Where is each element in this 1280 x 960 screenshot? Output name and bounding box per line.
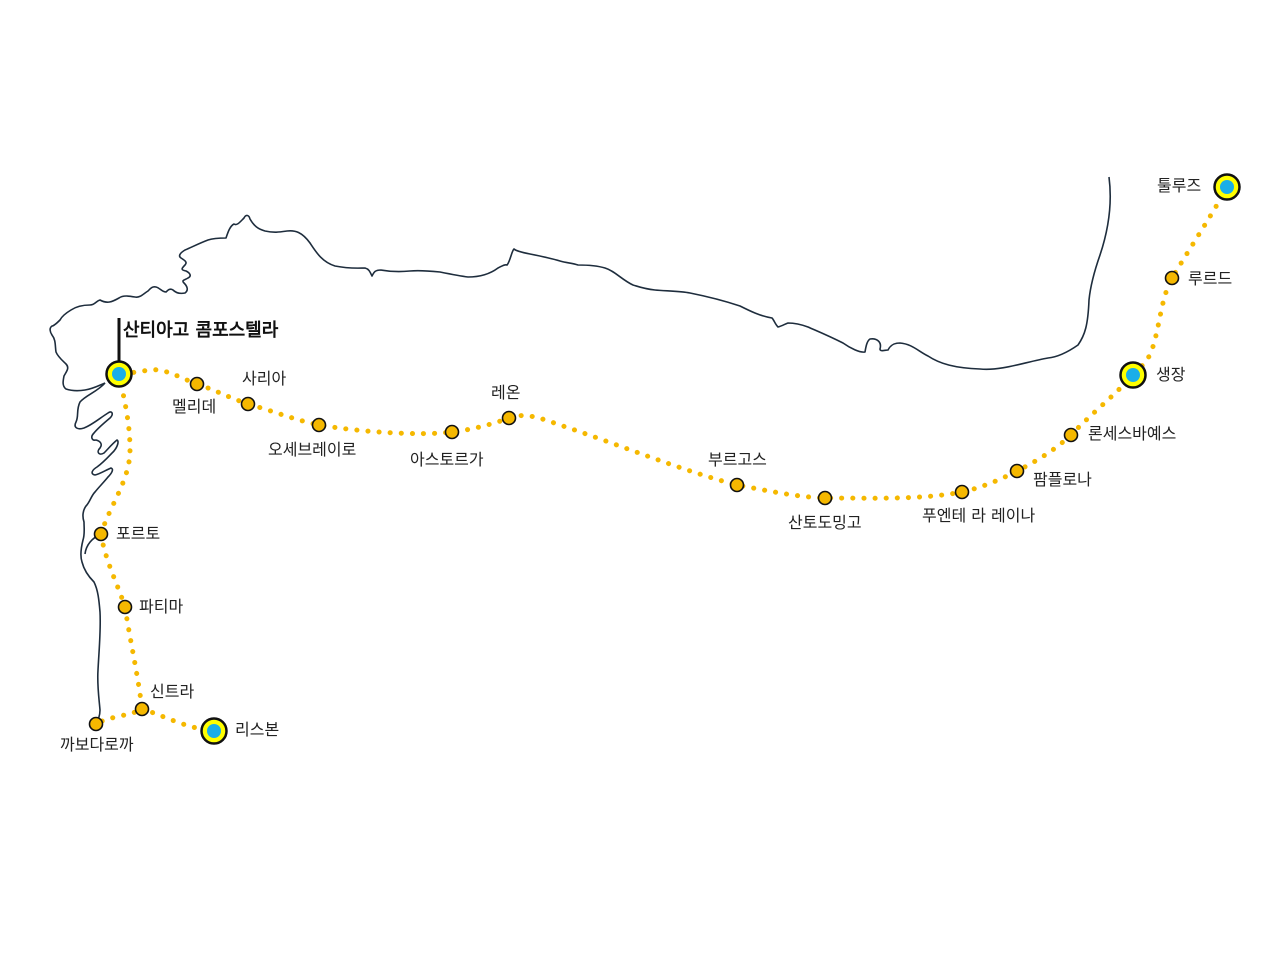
city-label-cabo-da-roca: 까보다로까 [60, 735, 134, 754]
city-label-sintra: 신트라 [150, 682, 195, 701]
coastline [49, 176, 1112, 392]
city-label-pamplona: 팜플로나 [1033, 470, 1092, 489]
stop-marker-astorga[interactable] [444, 424, 460, 440]
stop-marker-santo-domingo[interactable] [817, 490, 833, 506]
stop-marker-burgos[interactable] [729, 477, 745, 493]
route-portugal [93, 371, 145, 727]
stop-marker-o-cebreiro[interactable] [311, 417, 327, 433]
stop-marker-fatima[interactable] [117, 599, 133, 615]
major-city-marker-saint-jean[interactable] [1119, 361, 1147, 389]
stop-marker-sarria[interactable] [240, 396, 256, 412]
city-label-roncesvalles: 론세스바예스 [1088, 424, 1177, 443]
city-label-toulouse: 툴루즈 [1157, 176, 1202, 195]
coastline-west [74, 382, 119, 725]
stop-marker-puente-la-reina[interactable] [954, 484, 970, 500]
city-label-astorga: 아스토르가 [410, 450, 484, 469]
stop-marker-leon[interactable] [501, 410, 517, 426]
city-label-leon: 레온 [491, 383, 521, 402]
city-label-sarria: 사리아 [242, 369, 287, 388]
city-label-burgos: 부르고스 [708, 450, 767, 469]
stop-marker-pamplona[interactable] [1009, 463, 1025, 479]
stop-marker-melide[interactable] [189, 376, 205, 392]
city-label-santo-domingo: 산토도밍고 [788, 513, 862, 532]
city-label-melide: 멜리데 [172, 397, 217, 416]
route [93, 184, 1230, 734]
destination-label-santiago: 산티아고 콤포스텔라 [123, 320, 279, 341]
city-label-fatima: 파티마 [139, 597, 184, 616]
stop-marker-cabo-da-roca[interactable] [88, 716, 104, 732]
city-label-lourdes: 루르드 [1188, 269, 1233, 288]
stop-marker-roncesvalles[interactable] [1063, 427, 1079, 443]
major-city-marker-santiago[interactable] [105, 360, 133, 388]
city-label-lisbon: 리스본 [235, 720, 280, 739]
stops [88, 270, 1180, 732]
major-city-marker-toulouse[interactable] [1213, 173, 1241, 201]
stop-marker-sintra[interactable] [134, 701, 150, 717]
city-label-saint-jean: 생장 [1156, 365, 1186, 384]
city-label-porto: 포르토 [116, 524, 161, 543]
major-city-marker-lisbon[interactable] [200, 717, 228, 745]
city-label-puente-la-reina: 푸엔테 라 레이나 [922, 506, 1036, 525]
stop-marker-lourdes[interactable] [1164, 270, 1180, 286]
city-label-o-cebreiro: 오세브레이로 [268, 440, 357, 459]
stop-marker-porto[interactable] [93, 526, 109, 542]
